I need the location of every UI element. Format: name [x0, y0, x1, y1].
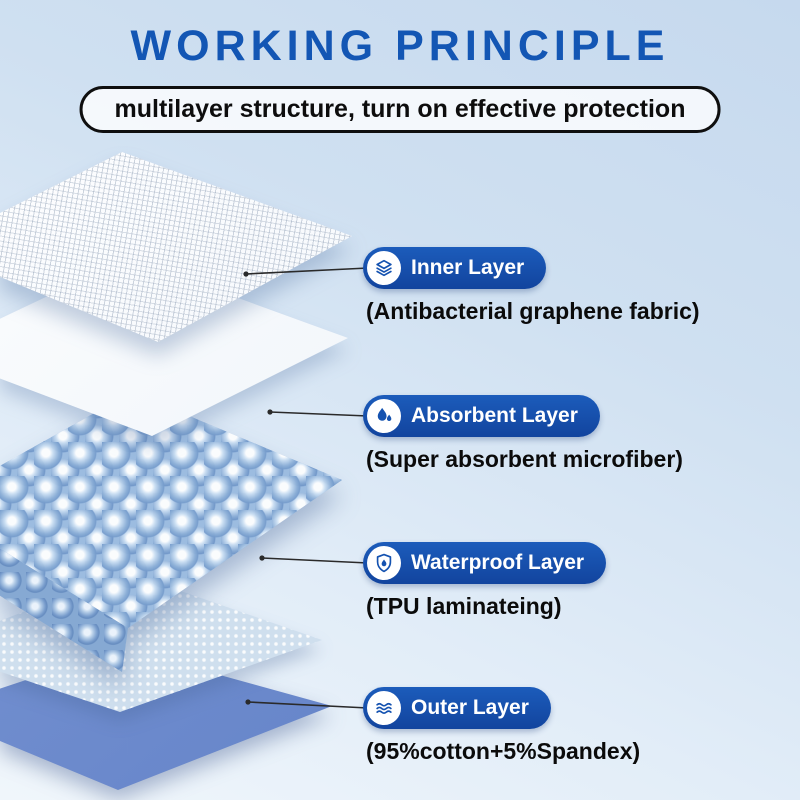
water-drops-icon — [367, 399, 401, 433]
leader-dot — [243, 271, 249, 277]
layer-description: (Antibacterial graphene fabric) — [366, 298, 700, 324]
layer-callout-absorbent: Absorbent Layer (Super absorbent microfi… — [363, 395, 683, 473]
layer-callout-waterproof: Waterproof Layer (TPU laminateing) — [363, 542, 607, 620]
layer-callout-inner: Inner Layer (Antibacterial graphene fabr… — [363, 247, 700, 325]
page-title: WORKING PRINCIPLE — [130, 22, 670, 70]
leader-dot — [245, 699, 251, 705]
layer-badge-label: Waterproof Layer — [411, 551, 585, 574]
shield-droplet-icon — [367, 546, 401, 580]
layer-description: (Super absorbent microfiber) — [366, 446, 683, 472]
leader-line-inner — [245, 267, 369, 275]
layer-callout-outer: Outer Layer (95%cotton+5%Spandex) — [363, 687, 640, 765]
leader-line-absorbent — [269, 411, 369, 417]
layer-badge-label: Absorbent Layer — [411, 404, 578, 427]
layer-badge: Absorbent Layer — [363, 395, 600, 437]
layer-badge-label: Inner Layer — [411, 256, 525, 279]
layer-badge: Outer Layer — [363, 687, 551, 729]
layer-badge: Waterproof Layer — [363, 542, 607, 584]
stacked-layers-icon — [367, 251, 401, 285]
subtitle-pill: multilayer structure, turn on effective … — [79, 86, 721, 133]
leader-dot — [267, 409, 273, 415]
leader-line-waterproof — [261, 557, 369, 564]
leader-line-outer — [247, 701, 369, 709]
layer-description: (TPU laminateing) — [366, 593, 562, 619]
layer-badge: Inner Layer — [363, 247, 547, 289]
breathable-fabric-icon — [367, 691, 401, 725]
layer-description: (95%cotton+5%Spandex) — [366, 738, 641, 764]
leader-dot — [259, 555, 265, 561]
layer-badge-label: Outer Layer — [411, 696, 529, 719]
